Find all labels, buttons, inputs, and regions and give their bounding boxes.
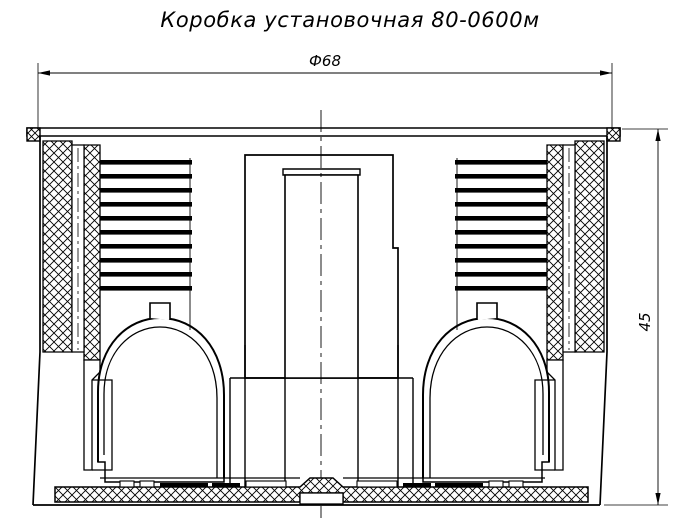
dome-outline-outer-right [422, 316, 550, 478]
center-column [229, 154, 414, 492]
top-flange [26, 127, 621, 137]
flange-notch-right [606, 127, 621, 142]
base-detail-segments-right [356, 480, 524, 488]
cavity-dome-left [92, 302, 225, 483]
rib [455, 216, 547, 221]
rib [455, 272, 547, 277]
dome-base-right [422, 392, 550, 483]
dome-apex-nub-right [476, 302, 498, 320]
rib [100, 286, 192, 291]
dome-pocket-right [534, 379, 555, 471]
rib-group-right [455, 160, 547, 291]
rib [455, 202, 547, 207]
rib-group-left [100, 160, 192, 291]
wall-hatch-inner-left [83, 144, 101, 361]
flange-notch-left [26, 127, 41, 142]
rib [455, 258, 547, 263]
center-skirt-left [229, 377, 246, 492]
dimension-height-right: 45 [604, 128, 668, 506]
center-column-inner [284, 174, 359, 379]
dimension-diameter-top: Ф68 [37, 52, 613, 132]
base-tab [212, 483, 240, 487]
wall-hatch-outer-right [574, 140, 605, 353]
base-tab [160, 483, 208, 487]
rib [455, 286, 547, 291]
cavity-dome-right [422, 302, 555, 483]
rib [100, 202, 192, 207]
outer-wall-right [599, 136, 608, 506]
center-skirt-right [397, 377, 414, 492]
dome-outline-inner-left [103, 326, 218, 478]
base-tab [119, 480, 135, 488]
rib [100, 230, 192, 235]
rib [100, 174, 192, 179]
rib [100, 160, 192, 165]
dome-outline-outer-left [97, 316, 225, 478]
base-center-boss [299, 492, 344, 505]
rib [100, 272, 192, 277]
center-column-cap [282, 168, 361, 176]
page-title: Коробка установочная 80-0600м [160, 8, 539, 32]
dimension-label-diameter: Ф68 [309, 52, 341, 70]
sectioned-wall-left [42, 140, 101, 471]
dimension-label-height: 45 [636, 312, 654, 331]
base-tab [356, 480, 398, 488]
base-tab [508, 480, 524, 488]
wall-hatch-outer-left [42, 140, 73, 353]
wall-hatch-inner-right [546, 144, 564, 361]
base-tab [245, 480, 287, 488]
sectioned-wall-right [546, 140, 605, 471]
base-plate [54, 477, 589, 505]
rib [100, 216, 192, 221]
base-tab [488, 480, 504, 488]
rib [100, 244, 192, 249]
base-tab [403, 483, 431, 487]
rib [100, 188, 192, 193]
rib [455, 244, 547, 249]
rib-bank-right [455, 158, 547, 330]
outer-wall-left [32, 136, 41, 506]
rib [455, 160, 547, 165]
dome-pocket-left [92, 379, 113, 471]
rib [455, 230, 547, 235]
body-outline [26, 127, 621, 506]
base-tab [435, 483, 483, 487]
base-detail-segments-left [119, 480, 287, 488]
dome-base-left [97, 392, 225, 483]
base-tab [139, 480, 155, 488]
rib [100, 258, 192, 263]
rib [455, 188, 547, 193]
rib-bank-left [100, 158, 192, 330]
rib [455, 174, 547, 179]
dome-outline-inner-right [429, 326, 544, 478]
dome-apex-nub-left [149, 302, 171, 320]
